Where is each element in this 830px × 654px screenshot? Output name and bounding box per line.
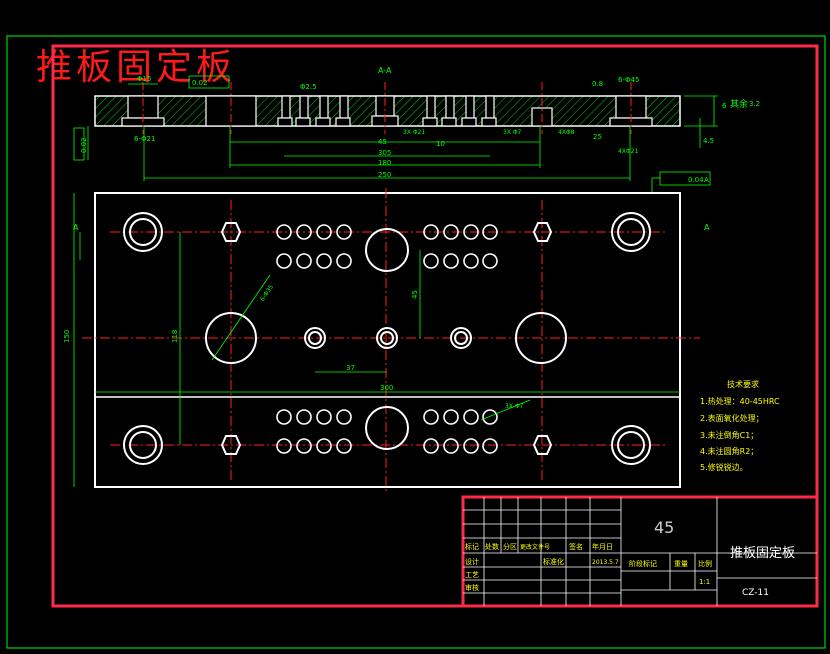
weight-label: 重量 — [674, 560, 688, 568]
dim-w180: 180 — [378, 159, 391, 167]
dim-h300: 300 — [380, 384, 393, 392]
hdr-file: 更改文件号 — [520, 543, 550, 551]
part-name: 推板固定板 — [730, 546, 795, 561]
process-label: 工艺 — [465, 571, 479, 579]
dim-3x7-plan: 3X Φ7 — [505, 403, 524, 410]
dim-diag: 6-Φ35 — [259, 284, 275, 303]
dim-h45: 45 — [378, 138, 387, 146]
dim-d15: Φ15 — [137, 75, 151, 83]
dim-3x21: 3X Φ21 — [403, 129, 425, 136]
note-1: 1.热处理：40-45HRC — [700, 396, 780, 406]
rough-value: 3.2 — [749, 100, 760, 108]
hdr-sign: 签名 — [569, 542, 583, 551]
dim-h6: 6 — [722, 102, 727, 110]
title-block: 45 推板固定板 CZ-11 标记 处数 分区 更改文件号 签名 年月日 设计 … — [461, 495, 819, 608]
technical-notes: 技术要求 1.热处理：40-45HRC 2.表面氧化处理； 3.未注倒角C1； … — [700, 379, 780, 472]
hdr-count: 处数 — [485, 542, 499, 551]
dim-holes2: 6-Φ45 — [618, 76, 639, 84]
date-value: 2013.5.7 — [592, 559, 619, 566]
standardize-label: 标准化 — [543, 557, 564, 566]
dim-w10: 10 — [436, 140, 445, 148]
dim-tol1: 0.02 — [192, 79, 208, 87]
dim-w250: 250 — [378, 171, 391, 179]
dim-4x21: 4XΦ21 — [618, 148, 638, 155]
dim-3x7: 3X Φ7 — [503, 129, 522, 136]
rough-label: 其余 — [730, 98, 748, 110]
dim-h37: 37 — [346, 364, 355, 372]
hdr-mark: 标记 — [465, 542, 479, 551]
dim-tol2: 0.02 — [80, 137, 88, 153]
note-3: 3.未注倒角C1； — [700, 430, 758, 440]
dim-h25: 25 — [593, 133, 602, 141]
drawing-no: CZ-11 — [742, 588, 769, 598]
dim-v150: 150 — [63, 330, 71, 343]
flat-value: 0.04 — [688, 176, 704, 184]
scale-label: 比例 — [698, 559, 712, 568]
section-view: Φ15 0.02 Φ2.5 A-A 0.8 6-Φ45 6-Φ21 3X Φ21… — [73, 66, 760, 192]
stage-label: 阶段标记 — [629, 559, 657, 568]
note-4: 4.未注圆角R2； — [700, 446, 758, 456]
dim-right45: 4.5 — [703, 137, 714, 145]
plan-view: 150 118 45 37 300 6-Φ35 3X Φ7 A A — [63, 188, 710, 494]
design-label: 设计 — [465, 557, 479, 566]
note-5: 5.修锐锐边。 — [700, 462, 748, 472]
dim-v45: 45 — [411, 290, 419, 299]
dim-v118: 118 — [171, 330, 179, 343]
scale-value: 1:1 — [699, 578, 710, 586]
view-marker-left: A — [73, 223, 79, 232]
flat-datum: A — [704, 176, 709, 184]
note-2: 2.表面氧化处理； — [700, 413, 764, 423]
dim-w305: 305 — [378, 149, 391, 157]
check-label: 审核 — [465, 583, 479, 592]
dim-4x8: 4XΦ8 — [558, 129, 575, 136]
dim-r08: 0.8 — [592, 80, 603, 88]
dim-d25: Φ2.5 — [300, 83, 317, 91]
notes-title: 技术要求 — [727, 379, 759, 389]
overlay-title: 推板固定板 — [36, 47, 237, 88]
view-marker-right: A — [704, 223, 710, 232]
hdr-date: 年月日 — [592, 542, 613, 551]
outer-frame — [6, 35, 826, 649]
inner-frame — [51, 44, 819, 608]
hdr-zone: 分区 — [503, 542, 517, 551]
section-label: A-A — [378, 66, 392, 75]
dim-holes1: 6-Φ21 — [134, 135, 155, 143]
material: 45 — [654, 518, 674, 537]
